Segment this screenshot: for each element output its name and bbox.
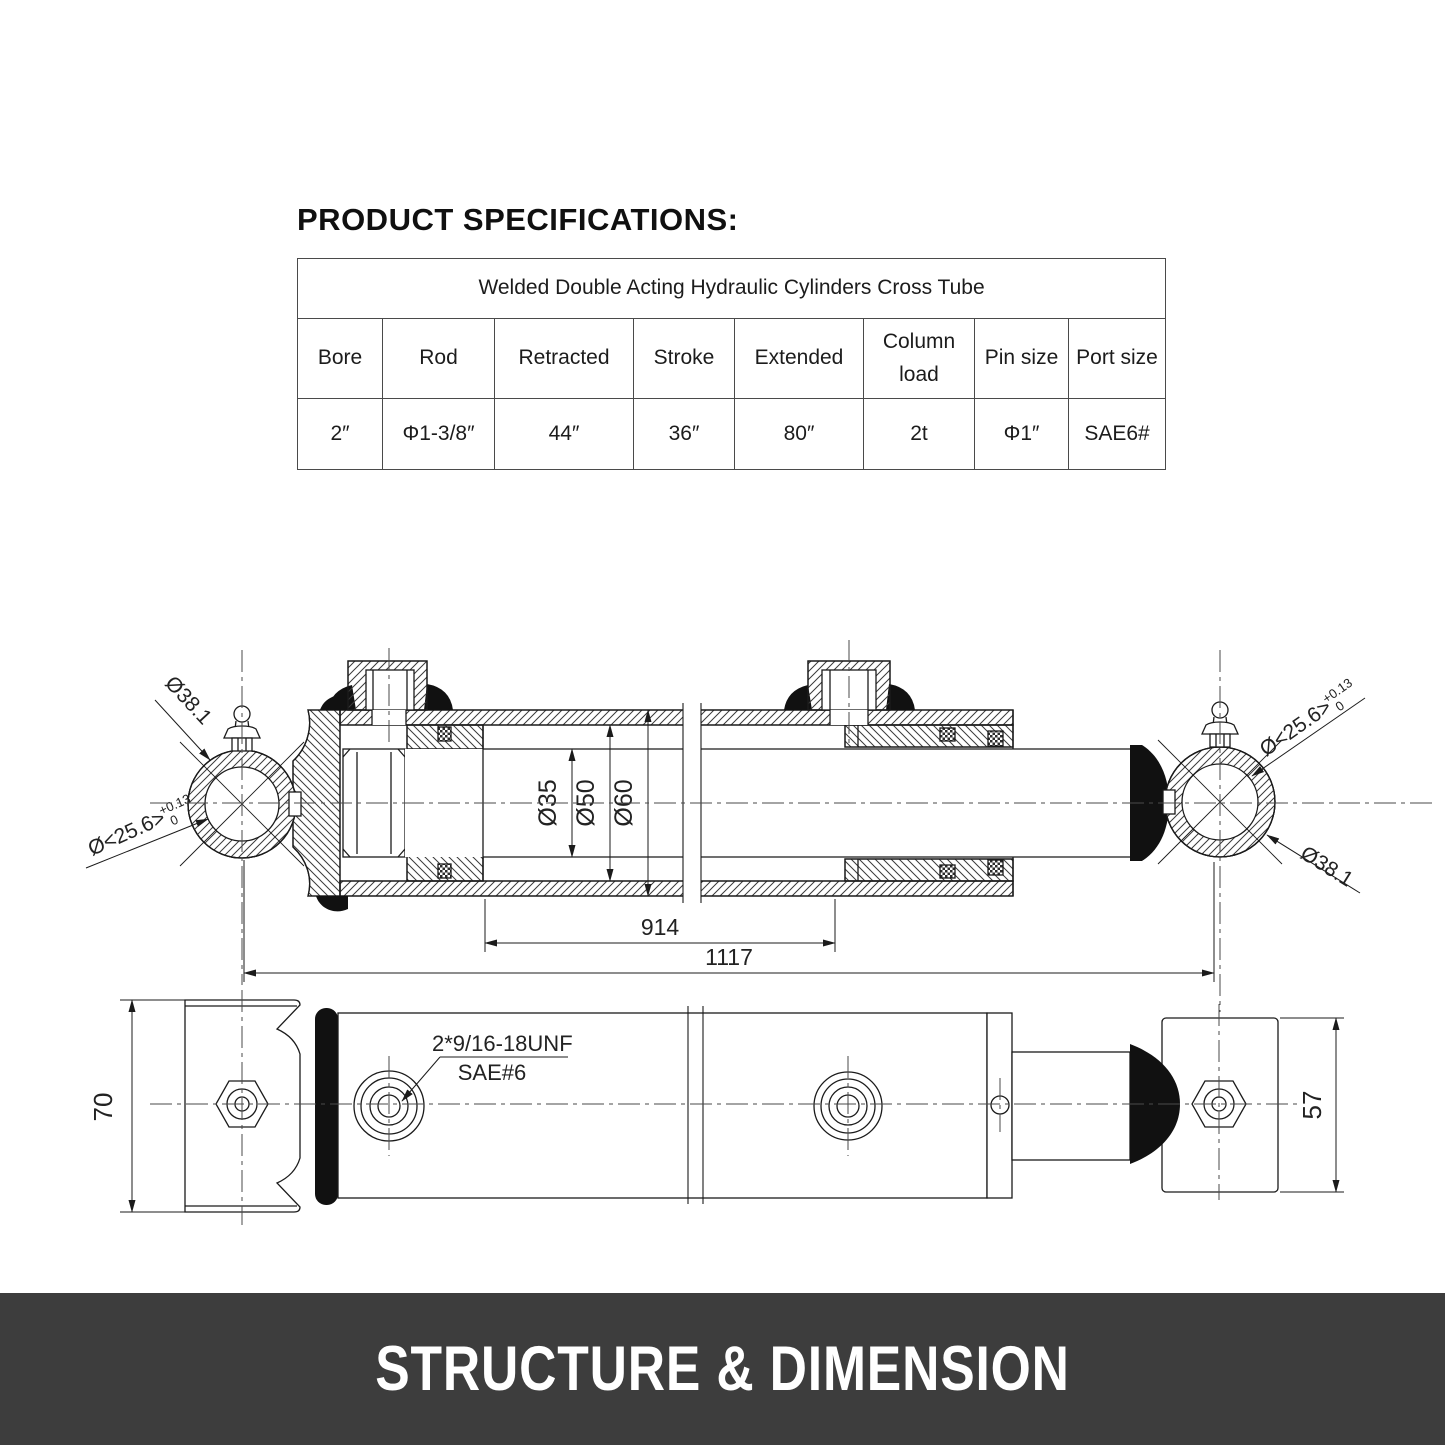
plan-view-dimensions [120,999,1344,1213]
rod-gland [844,724,1014,882]
label-right-eye-inner: Ø<25.6> +0.13 0 [1256,675,1355,761]
rod-plan [1011,1051,1131,1161]
label-rod-end-width: 57 [1297,1091,1327,1120]
value-stroke: 36″ [633,398,735,470]
plan-view [184,999,1279,1213]
port-weld-bumper [784,685,812,710]
spec-table: Welded Double Acting Hydraulic Cylinders… [296,258,1167,470]
value-column-load: 2t [863,398,975,470]
centerlines [150,640,1435,1225]
side-section-view [179,660,1283,912]
rod-seal [939,727,956,742]
section-banner: STRUCTURE & DIMENSION [0,1293,1445,1445]
table-caption-row: Welded Double Acting Hydraulic Cylinders… [296,258,1167,319]
label-left-eye-outer: Ø38.1 [160,672,216,730]
col-header-port-size: Port size [1067,318,1167,399]
piston-seal [437,726,452,742]
col-header-column-load: Column load [863,318,975,399]
banner-label: STRUCTURE & DIMENSION [375,1334,1070,1404]
col-header-rod: Rod [382,318,495,399]
table-caption: Welded Double Acting Hydraulic Cylinders… [296,258,1167,319]
port-fitting-left [328,660,453,725]
label-port-thread: 2*9/16-18UNF [432,1031,573,1056]
rod-seal [939,864,956,879]
label-tolerance-lower: 0 [168,812,181,829]
value-bore: 2″ [297,398,383,470]
leader-right-eye-inner [1251,697,1366,777]
rod-wiper-seal [987,730,1004,747]
side-view-dimensions [85,697,1366,982]
svg-text:Ø<25.6>: Ø<25.6> [85,806,169,860]
label-port-standard: SAE#6 [458,1060,527,1085]
leader-right-eye-outer [1266,834,1361,894]
port-weld-bumper [424,684,453,710]
value-port-size: SAE6# [1067,398,1167,470]
piston-seal [437,863,452,879]
plan-view-labels: 70 57 2*9/16-18UNF SAE#6 [88,1031,1327,1121]
break-lines-plan [687,1006,704,1204]
port-weld-bumper [886,684,915,710]
value-extended: 80″ [734,398,864,470]
label-retracted-length: 914 [641,914,680,940]
table-value-row: 2″ Φ1-3/8″ 44″ 36″ 80″ 2t Φ1″ SAE6# [297,398,1167,470]
label-left-eye-inner: Ø<25.6> +0.13 0 [85,791,193,861]
value-retracted: 44″ [494,398,634,470]
rod-bumper-plan [1130,1044,1180,1164]
barrel-plan [337,1012,988,1199]
leader-left-eye-outer [154,699,211,761]
label-head-width: 70 [88,1093,118,1122]
rod-wiper-seal [987,859,1004,876]
col-header-extended: Extended [734,318,864,399]
table-header-row: Bore Rod Retracted Stroke Extended Colum… [297,318,1167,399]
svg-text:Ø<25.6>: Ø<25.6> [1256,695,1336,761]
port-leader-line [401,1056,441,1102]
label-overall-length: 1117 [705,944,753,970]
leader-left-eye-inner [85,818,209,869]
page-title: PRODUCT SPECIFICATIONS: [297,202,739,237]
weld-fillet [316,896,348,912]
label-right-eye-outer: Ø38.1 [1296,842,1357,892]
value-rod: Φ1-3/8″ [382,398,495,470]
oring-band [315,1008,338,1205]
